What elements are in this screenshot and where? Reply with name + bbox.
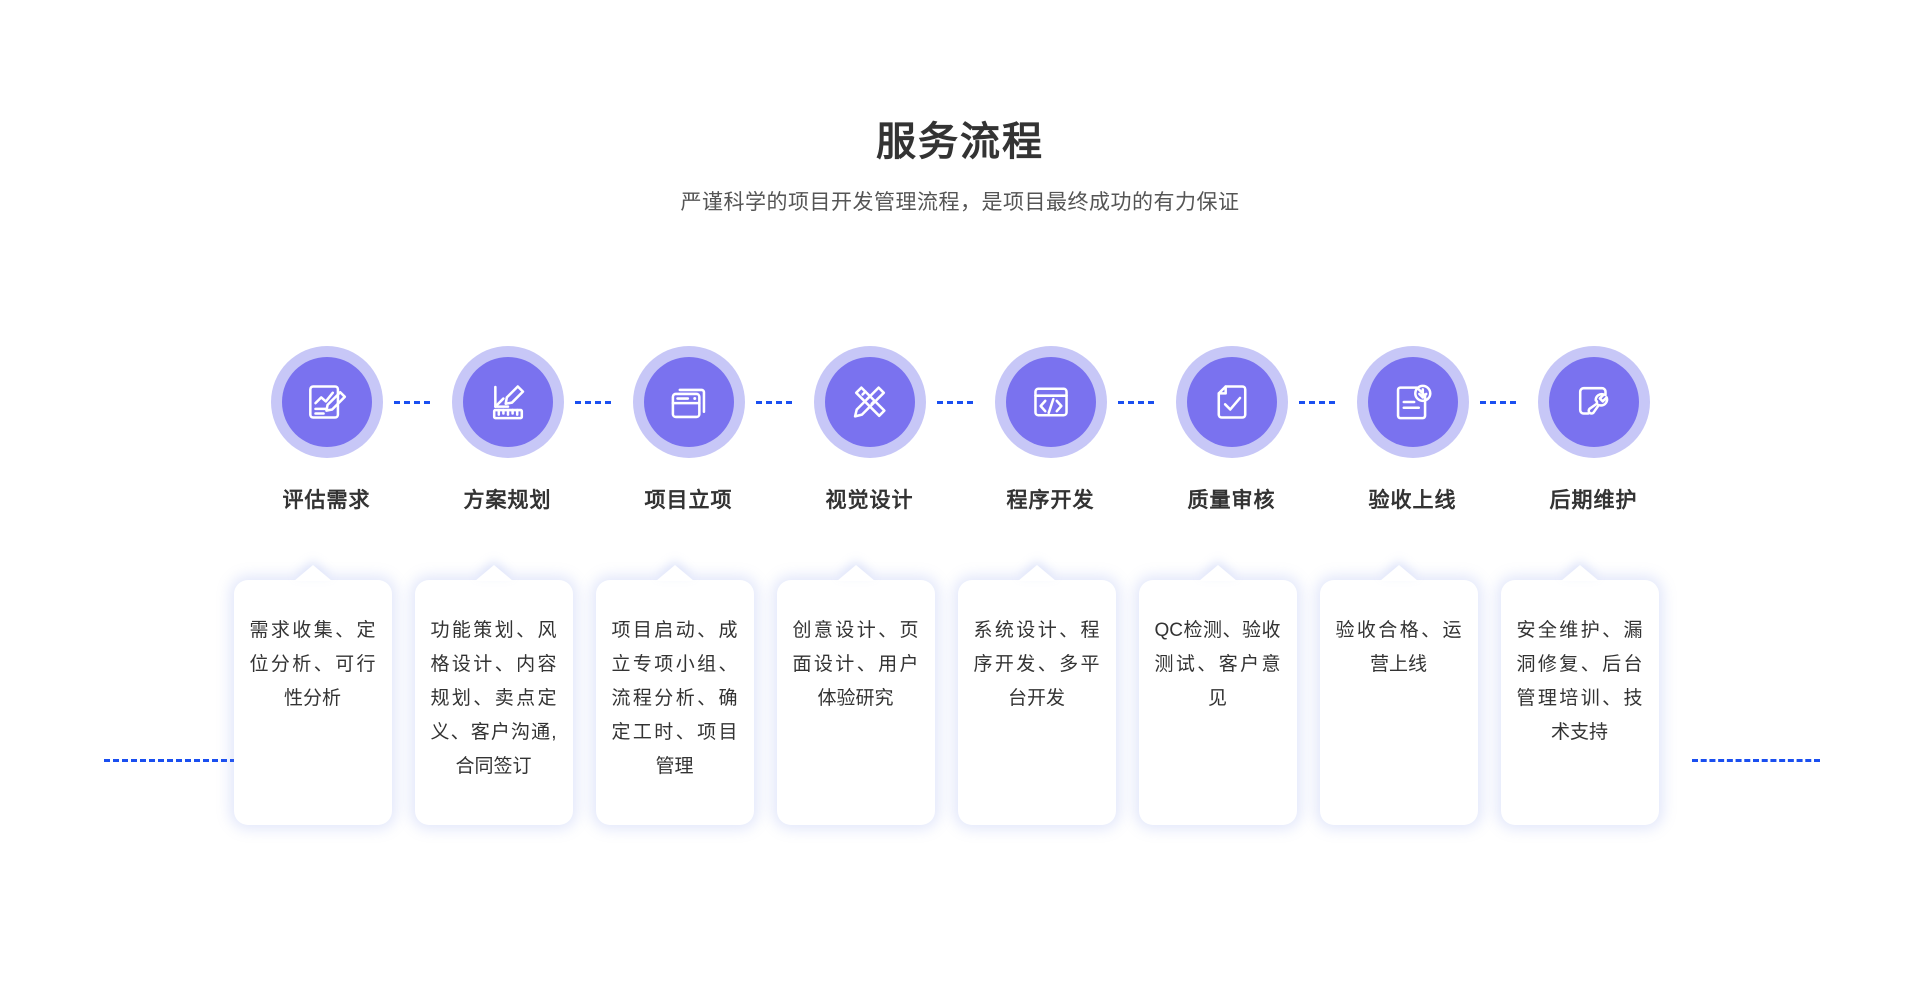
detail-card-slot: 系统设计、程序开发、多平台开发	[946, 565, 1127, 825]
detail-card-slot: 功能策划、风格设计、内容规划、卖点定义、客户沟通,合同签订	[403, 565, 584, 825]
page-subtitle: 严谨科学的项目开发管理流程，是项目最终成功的有力保证	[680, 191, 1240, 214]
step-connector-dash	[756, 401, 792, 404]
detail-card[interactable]: 验收合格、运营上线	[1319, 565, 1478, 825]
detail-card-text: 安全维护、漏洞修复、后台管理培训、技术支持	[1516, 620, 1643, 743]
step-icon-halo	[1537, 346, 1650, 458]
step-icon-halo	[451, 346, 564, 458]
detail-card-slot: 创意设计、页面设计、用户体验研究	[765, 565, 946, 825]
crossed-ruler-pencil-icon[interactable]	[824, 357, 915, 447]
detail-card[interactable]: 项目启动、成立专项小组、流程分析、确定工时、项目管理	[595, 565, 754, 825]
process-step[interactable]: 程序开发	[960, 346, 1154, 514]
detail-card-text: 系统设计、程序开发、多平台开发	[973, 620, 1100, 709]
card-pointer-tail	[1198, 565, 1237, 581]
detail-card-text: QC检测、验收测试、客户意见	[1154, 620, 1281, 709]
step-label: 视觉设计	[825, 489, 914, 512]
detail-card[interactable]: 需求收集、定位分析、可行性分析	[233, 565, 392, 825]
step-icon-halo	[1175, 346, 1288, 458]
stacked-windows-icon[interactable]	[643, 357, 734, 447]
process-flow-strip: 评估需求 方案规划 项目立项 视觉设计 程序开发 质量审核 验收上线 后期维护	[0, 346, 1920, 762]
step-connector-dash	[1118, 401, 1154, 404]
detail-card-text: 项目启动、成立专项小组、流程分析、确定工时、项目管理	[611, 620, 738, 777]
wrench-square-icon[interactable]	[1548, 357, 1639, 447]
step-label: 后期维护	[1549, 489, 1638, 512]
card-pointer-tail	[293, 565, 332, 581]
card-pointer-tail	[1017, 565, 1056, 581]
detail-card-slot: QC检测、验收测试、客户意见	[1127, 565, 1308, 825]
step-label: 方案规划	[463, 489, 552, 512]
rail-dash-right	[1692, 759, 1820, 762]
page-header: 服务流程 严谨科学的项目开发管理流程，是项目最终成功的有力保证	[0, 122, 1920, 213]
detail-card-text: 需求收集、定位分析、可行性分析	[249, 620, 376, 709]
process-step[interactable]: 质量审核	[1141, 346, 1335, 514]
step-label: 程序开发	[1006, 489, 1095, 512]
card-pointer-tail	[1379, 565, 1418, 581]
step-connector-dash	[1480, 401, 1516, 404]
step-label: 验收上线	[1368, 489, 1457, 512]
detail-card[interactable]: 系统设计、程序开发、多平台开发	[957, 565, 1116, 825]
page-title: 服务流程	[876, 120, 1044, 164]
process-step[interactable]: 方案规划	[417, 346, 611, 514]
detail-card-slot: 项目启动、成立专项小组、流程分析、确定工时、项目管理	[584, 565, 765, 825]
process-step[interactable]: 验收上线	[1322, 346, 1516, 514]
detail-card-text: 验收合格、运营上线	[1335, 620, 1462, 675]
process-step[interactable]: 项目立项	[598, 346, 792, 514]
process-step[interactable]: 视觉设计	[779, 346, 973, 514]
step-connector-dash	[394, 401, 430, 404]
ruler-pencil-icon[interactable]	[462, 357, 553, 447]
step-icon-halo	[1356, 346, 1469, 458]
step-icon-halo	[994, 346, 1107, 458]
card-pointer-tail	[1560, 565, 1599, 581]
process-step-list: 评估需求 方案规划 项目立项 视觉设计 程序开发 质量审核 验收上线 后期维护	[236, 346, 1684, 526]
card-pointer-tail	[474, 565, 513, 581]
step-label: 质量审核	[1187, 489, 1276, 512]
detail-card-slot: 安全维护、漏洞修复、后台管理培训、技术支持	[1489, 565, 1670, 825]
step-connector-dash	[937, 401, 973, 404]
step-connector-dash	[575, 401, 611, 404]
detail-card-text: 创意设计、页面设计、用户体验研究	[792, 620, 919, 709]
code-window-icon[interactable]	[1005, 357, 1096, 447]
step-label: 项目立项	[644, 489, 733, 512]
rail-dash-left	[104, 759, 236, 762]
document-download-icon[interactable]	[1367, 357, 1458, 447]
document-check-icon[interactable]	[1186, 357, 1277, 447]
document-chart-pencil-icon[interactable]	[281, 357, 372, 447]
detail-card[interactable]: QC检测、验收测试、客户意见	[1138, 565, 1297, 825]
detail-card[interactable]: 安全维护、漏洞修复、后台管理培训、技术支持	[1500, 565, 1659, 825]
card-pointer-tail	[836, 565, 875, 581]
step-label: 评估需求	[282, 489, 371, 512]
step-icon-halo	[270, 346, 383, 458]
detail-card-slot: 验收合格、运营上线	[1308, 565, 1489, 825]
step-icon-halo	[632, 346, 745, 458]
detail-card-slot: 需求收集、定位分析、可行性分析	[222, 565, 403, 825]
detail-card-text: 功能策划、风格设计、内容规划、卖点定义、客户沟通,合同签订	[430, 620, 557, 777]
process-step[interactable]: 评估需求	[236, 346, 430, 514]
process-step[interactable]: 后期维护	[1503, 346, 1684, 514]
detail-card[interactable]: 创意设计、页面设计、用户体验研究	[776, 565, 935, 825]
process-detail-card-list: 需求收集、定位分析、可行性分析功能策划、风格设计、内容规划、卖点定义、客户沟通,…	[222, 565, 1702, 840]
step-connector-dash	[1299, 401, 1335, 404]
detail-card[interactable]: 功能策划、风格设计、内容规划、卖点定义、客户沟通,合同签订	[414, 565, 573, 825]
card-pointer-tail	[655, 565, 694, 581]
step-icon-halo	[813, 346, 926, 458]
